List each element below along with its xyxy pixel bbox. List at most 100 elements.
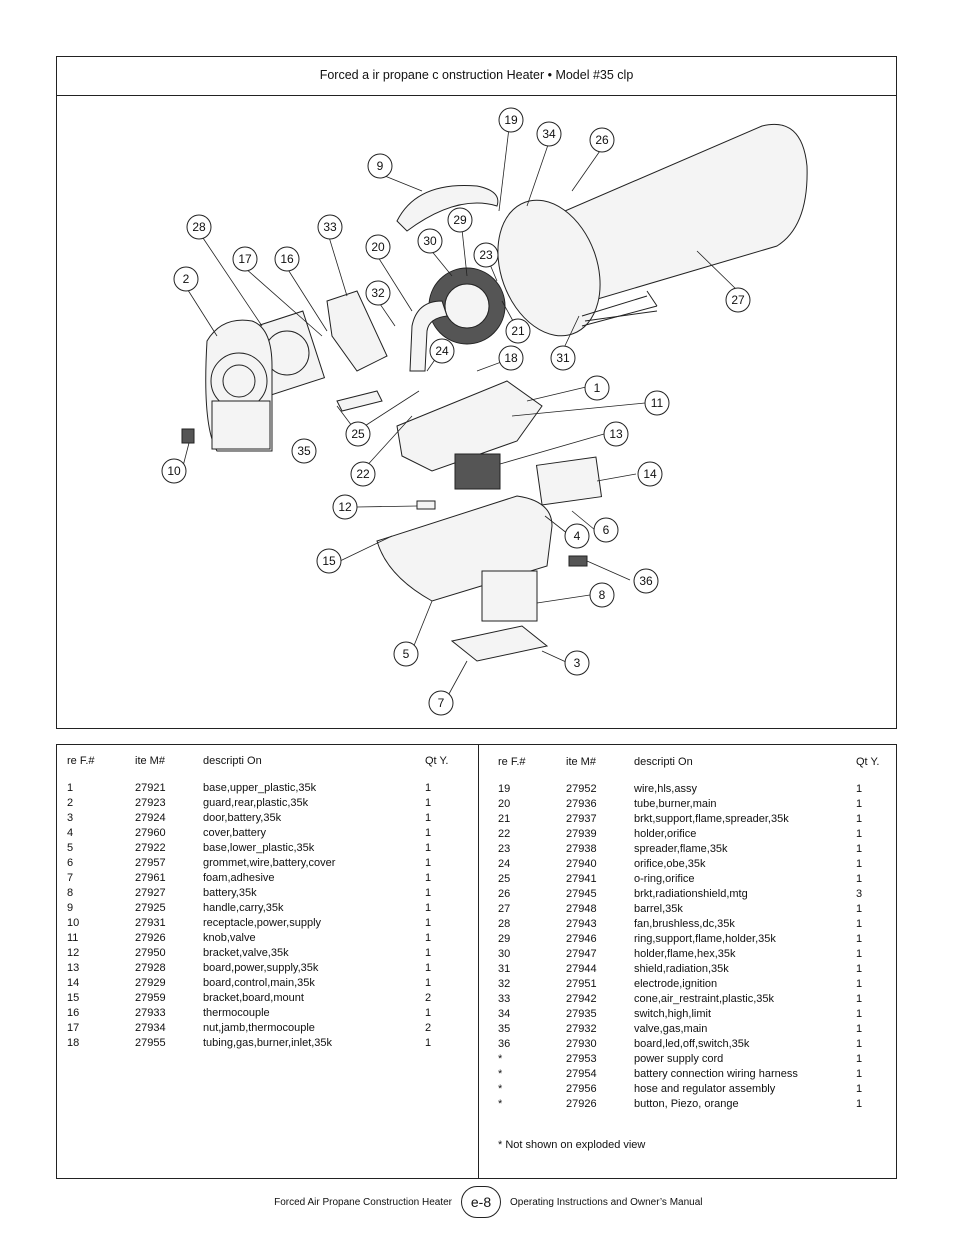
- footer-product-name: Forced Air Propane Construction Heater: [274, 1197, 452, 1208]
- part-item-number: 27924: [135, 812, 166, 824]
- svg-text:28: 28: [192, 220, 206, 234]
- part-item-number: 27929: [135, 977, 166, 989]
- part-description: base,upper_plastic,35k: [203, 782, 317, 794]
- part-quantity: 1: [425, 902, 432, 914]
- part-ref: 29: [498, 933, 511, 945]
- callout-30: 30: [417, 228, 443, 254]
- part-description: holder,flame,hex,35k: [634, 948, 736, 960]
- part-ref: 24: [498, 858, 511, 870]
- callout-18: 18: [498, 345, 524, 371]
- part-quantity: 1: [856, 1098, 863, 1110]
- footnote: * Not shown on exploded view: [498, 1139, 646, 1151]
- callout-28: 28: [186, 214, 212, 240]
- part-description: battery,35k: [203, 887, 257, 899]
- header-description: descripti On: [634, 756, 693, 768]
- part-description: tube,burner,main: [634, 798, 717, 810]
- part-item-number: 27948: [566, 903, 597, 915]
- part-quantity: 3: [856, 888, 863, 900]
- callout-26: 26: [589, 127, 615, 153]
- svg-text:36: 36: [639, 574, 653, 588]
- part-ref: 33: [498, 993, 511, 1005]
- part-item-number: 27942: [566, 993, 597, 1005]
- part-ref: 23: [498, 843, 511, 855]
- part-quantity: 1: [856, 918, 863, 930]
- upper-base-part: [396, 380, 543, 472]
- part-description: board,control,main,35k: [203, 977, 315, 989]
- part-ref: 31: [498, 963, 511, 975]
- part-description: button, Piezo, orange: [634, 1098, 739, 1110]
- part-quantity: 1: [425, 857, 432, 869]
- part-quantity: 1: [856, 963, 863, 975]
- svg-text:34: 34: [542, 127, 556, 141]
- exploded-parts-diagram: 1 2 3 4 5 6 7 8 9 10 11 12 13 14 15 16 1…: [161, 107, 808, 716]
- svg-text:13: 13: [609, 427, 623, 441]
- part-ref: 10: [67, 917, 80, 929]
- part-quantity: 1: [856, 1083, 863, 1095]
- part-quantity: 1: [856, 948, 863, 960]
- part-description: board,power,supply,35k: [203, 962, 319, 974]
- part-description: foam,adhesive: [203, 872, 275, 884]
- part-ref: 32: [498, 978, 511, 990]
- callout-12: 12: [332, 494, 358, 520]
- part-ref: 8: [67, 887, 74, 899]
- callout-34: 34: [536, 121, 562, 147]
- header-item: ite M#: [135, 755, 165, 767]
- part-item-number: 27952: [566, 783, 597, 795]
- callout-36: 36: [633, 568, 659, 594]
- part-ref: 27: [498, 903, 511, 915]
- part-quantity: 1: [856, 1038, 863, 1050]
- handle-part: [396, 184, 499, 232]
- callout-13: 13: [603, 421, 629, 447]
- callout-16: 16: [274, 246, 300, 272]
- part-quantity: 1: [856, 813, 863, 825]
- part-quantity: 1: [856, 783, 863, 795]
- svg-text:18: 18: [504, 351, 518, 365]
- battery-part: [481, 570, 538, 622]
- valve-part: [336, 390, 383, 412]
- part-description: shield,radiation,35k: [634, 963, 729, 975]
- svg-text:2: 2: [183, 272, 190, 286]
- svg-text:9: 9: [377, 159, 384, 173]
- part-ref: 18: [67, 1037, 80, 1049]
- callout-3: 3: [564, 650, 590, 676]
- part-quantity: 1: [425, 947, 432, 959]
- part-ref: 17: [67, 1022, 80, 1034]
- part-item-number: 27934: [135, 1022, 166, 1034]
- callout-31: 31: [550, 345, 576, 371]
- part-quantity: 1: [856, 1053, 863, 1065]
- part-quantity: 1: [425, 977, 432, 989]
- part-description: tubing,gas,burner,inlet,35k: [203, 1037, 333, 1049]
- part-item-number: 27923: [135, 797, 166, 809]
- part-ref: 25: [498, 873, 511, 885]
- part-item-number: 27960: [135, 827, 166, 839]
- callout-1: 1: [584, 375, 610, 401]
- callout-35: 35: [291, 438, 317, 464]
- part-ref: 26: [498, 888, 511, 900]
- part-quantity: 1: [856, 1068, 863, 1080]
- part-description: holder,orifice: [634, 828, 697, 840]
- part-item-number: 27931: [135, 917, 166, 929]
- part-ref: 19: [498, 783, 511, 795]
- part-item-number: 27940: [566, 858, 597, 870]
- burner-tube-part: [409, 300, 448, 372]
- part-quantity: 1: [856, 1008, 863, 1020]
- valve-bracket-part: [416, 500, 436, 510]
- svg-text:14: 14: [643, 467, 657, 481]
- part-quantity: 1: [425, 827, 432, 839]
- svg-text:24: 24: [435, 344, 449, 358]
- part-description: board,led,off,switch,35k: [634, 1038, 750, 1050]
- part-description: knob,valve: [203, 932, 256, 944]
- part-item-number: 27927: [135, 887, 166, 899]
- part-quantity: 1: [425, 872, 432, 884]
- part-ref: 15: [67, 992, 80, 1004]
- svg-text:15: 15: [322, 554, 336, 568]
- part-ref: *: [498, 1053, 503, 1065]
- part-description: o-ring,orifice: [634, 873, 695, 885]
- part-item-number: 27946: [566, 933, 597, 945]
- part-description: switch,high,limit: [634, 1008, 712, 1020]
- callout-19: 19: [498, 107, 524, 133]
- header-qty: Qt Y.: [856, 756, 880, 768]
- part-item-number: 27943: [566, 918, 597, 930]
- header-item: ite M#: [566, 756, 596, 768]
- svg-text:35: 35: [297, 444, 311, 458]
